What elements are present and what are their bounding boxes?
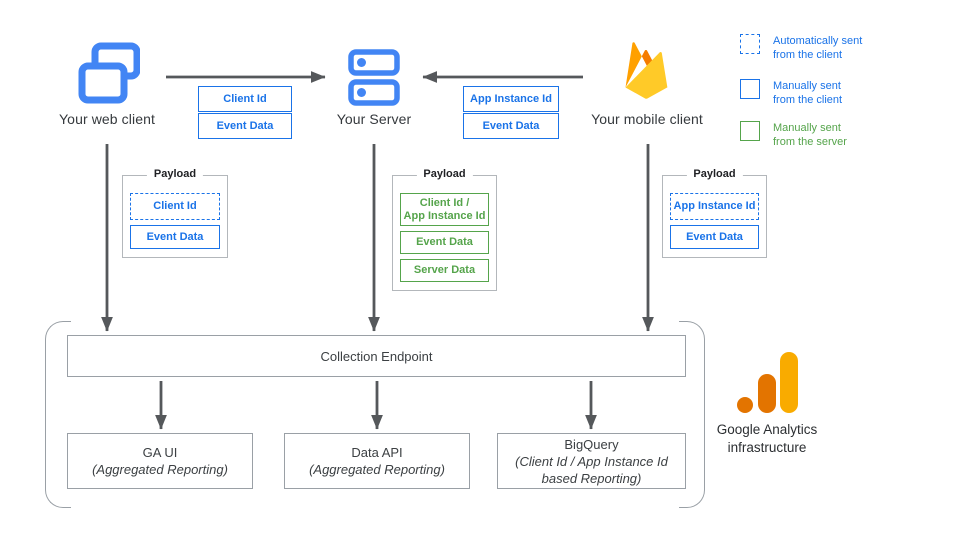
- flow-tag-client-id: Client Id: [198, 86, 292, 112]
- output-title: BigQuery: [564, 436, 619, 452]
- payload-mobile: Payload App Instance Id Event Data: [662, 168, 767, 258]
- payload-web: Payload Client Id Event Data: [122, 168, 228, 258]
- payload-item: Event Data: [130, 225, 220, 249]
- output-title: GA UI: [142, 445, 178, 460]
- ga-logo-dot: [737, 397, 753, 413]
- payload-item: Event Data: [670, 225, 759, 249]
- payload-item: Client Id: [130, 193, 220, 220]
- infrastructure-bracket-left: [45, 321, 71, 508]
- legend-text-manual-client: Manually sent from the client: [773, 80, 843, 106]
- web-client-label: Your web client: [59, 111, 155, 127]
- web-client-icon: [78, 42, 140, 104]
- output-box-bigquery: BigQuery (Client Id / App Instance Id ba…: [497, 433, 686, 489]
- mobile-client-label: Your mobile client: [591, 111, 703, 127]
- output-subtitle: (Aggregated Reporting): [92, 462, 228, 477]
- flow-tag-app-instance-id: App Instance Id: [463, 86, 559, 112]
- collection-endpoint-label: Collection Endpoint: [320, 348, 433, 364]
- payload-server-title: Payload: [416, 168, 473, 180]
- output-subtitle: (Client Id / App Instance Id based Repor…: [515, 453, 668, 486]
- legend-text-auto-client: Automatically sent from the client: [773, 35, 863, 61]
- payload-server: Payload Client Id / App Instance Id Even…: [392, 168, 497, 291]
- payload-item: Client Id / App Instance Id: [400, 193, 489, 227]
- output-box-ga-ui: GA UI (Aggregated Reporting): [67, 433, 253, 489]
- payload-item: App Instance Id: [670, 193, 759, 220]
- output-title: Data API: [351, 445, 403, 460]
- payload-web-title: Payload: [146, 168, 204, 180]
- payload-mobile-title: Payload: [686, 168, 743, 180]
- collection-endpoint-box: Collection Endpoint: [67, 335, 686, 377]
- flow-tag-event-data-mobile: Event Data: [463, 113, 559, 139]
- flow-tag-event-data-web: Event Data: [198, 113, 292, 139]
- server-icon: [348, 49, 400, 106]
- ga-logo-bar-medium: [758, 374, 776, 413]
- infrastructure-label: Google Analytics infrastructure: [716, 422, 818, 455]
- legend-swatch-auto-client: [740, 34, 760, 54]
- payload-item: Event Data: [400, 231, 489, 255]
- payload-item: Server Data: [400, 259, 489, 282]
- legend-swatch-manual-client: [740, 79, 760, 99]
- output-box-data-api: Data API (Aggregated Reporting): [284, 433, 470, 489]
- output-subtitle: (Aggregated Reporting): [309, 462, 445, 477]
- legend-text-manual-server: Manually sent from the server: [773, 122, 847, 148]
- ga-logo-bar-tall: [780, 352, 798, 413]
- legend-swatch-manual-server: [740, 121, 760, 141]
- firebase-icon: [625, 42, 668, 99]
- server-label: Your Server: [336, 111, 412, 127]
